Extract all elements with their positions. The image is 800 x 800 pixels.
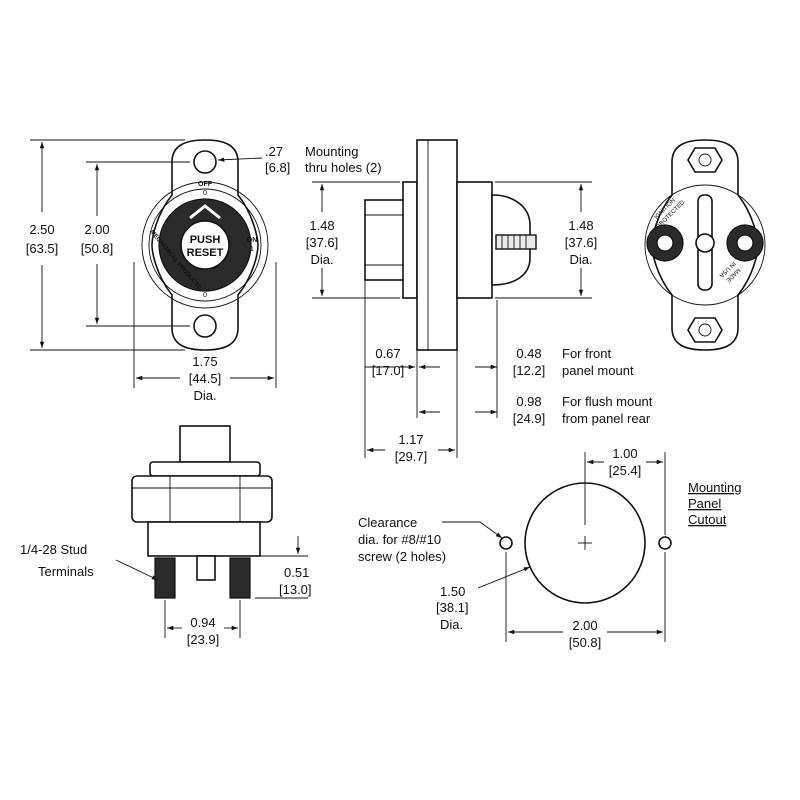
stud-note-2: Terminals: [38, 564, 94, 579]
dim-d-in: 1.17: [398, 432, 423, 447]
bottom-view: 1/4-28 Stud Terminals 0.51 [13.0] 0.94 […: [20, 425, 312, 647]
stud-spacing-in: 0.94: [190, 615, 215, 630]
side-body: [456, 181, 493, 299]
cutout-right-screw-hole: [658, 536, 672, 550]
front-bezel-inner: [148, 188, 262, 302]
body-dia-in: 1.48: [309, 218, 334, 233]
dim-b-in: 0.48: [516, 346, 541, 361]
panel-cutout: 1.00 [25.4] Mounting Panel Cutout Cleara…: [358, 446, 741, 650]
cutout-title-3: Cutout: [688, 512, 727, 527]
bottom-center-post: [196, 555, 216, 581]
span-in: 2.00: [572, 618, 597, 633]
rear-top-nut: [687, 147, 723, 173]
hole-dia-leader: [477, 566, 531, 589]
on-one: 1: [250, 246, 254, 253]
left-stud-terminal: [154, 557, 176, 599]
width-mm: [44.5]: [189, 371, 222, 386]
dim-c-mm: [24.9]: [513, 411, 546, 426]
bottom-mounting-hole: [193, 314, 217, 338]
rear-bottom-nut: [687, 317, 723, 343]
dim-a-in: 0.67: [375, 346, 400, 361]
clearance-2: dia. for #8/#10: [358, 532, 441, 547]
front-bezel-ring: [141, 181, 269, 309]
top-mounting-hole: [193, 150, 217, 174]
reset-label: RESET: [187, 247, 224, 259]
clearance-3: screw (2 holes): [358, 549, 446, 564]
front-view: PUSH RESET OFF 0 ON 1 0 MECHANICAL PRODU…: [26, 139, 382, 403]
stud-leader: [115, 559, 159, 581]
hole-note-2: thru holes (2): [305, 160, 382, 175]
bottom-flange: [131, 475, 273, 523]
rear-body-ring: [644, 184, 766, 306]
dim-a-mm: [17.0]: [372, 363, 405, 378]
clearance-leader: [442, 521, 503, 539]
height-mm: [63.5]: [26, 241, 59, 256]
on-label: ON: [247, 237, 258, 244]
rear-dia-mm: [37.6]: [565, 235, 598, 250]
stud-len-mm: [13.0]: [279, 582, 312, 597]
spacing-in: 2.00: [84, 222, 109, 237]
rear-dia-suffix: Dia.: [569, 252, 592, 267]
side-actuator: [364, 199, 408, 281]
hole-dia-mm: [38.1]: [436, 600, 469, 615]
hole-dia-in: .27: [265, 144, 283, 159]
rear-terminal-left-hole: [656, 234, 674, 252]
rear-view: IGNITION PROTECTED MADE IN USA: [644, 139, 766, 351]
body-dia-mm: [37.6]: [306, 235, 339, 250]
push-arrow-icon: [189, 204, 221, 220]
height-in: 2.50: [29, 222, 54, 237]
hole-dia-mm: [6.8]: [265, 160, 290, 175]
side-flange: [416, 139, 458, 351]
cutout-title-1: Mounting: [688, 480, 741, 495]
bottom-body: [147, 521, 261, 557]
rear-dia-in: 1.48: [568, 218, 593, 233]
push-reset-button: [180, 220, 230, 270]
dim-c-note-2: from panel rear: [562, 411, 651, 426]
bottom-bezel: [149, 461, 261, 477]
hole-leader: [217, 157, 263, 162]
bottom-actuator: [179, 425, 231, 463]
rear-top-nut-hole: [698, 153, 712, 167]
offset-mm: [25.4]: [609, 463, 642, 478]
dim-b-note-1: For front: [562, 346, 612, 361]
dim-d-mm: [29.7]: [395, 449, 428, 464]
dim-c-in: 0.98: [516, 394, 541, 409]
dim-c-note-1: For flush mount: [562, 394, 653, 409]
span-mm: [50.8]: [569, 635, 602, 650]
width-in: 1.75: [192, 354, 217, 369]
stud-note-1: 1/4-28 Stud: [20, 542, 87, 557]
rear-center-boss: [695, 233, 715, 253]
off-label: OFF: [198, 181, 213, 188]
dim-b-mm: [12.2]: [513, 363, 546, 378]
dim-b-note-2: panel mount: [562, 363, 634, 378]
spacing-mm: [50.8]: [81, 241, 114, 256]
stud-spacing-mm: [23.9]: [187, 632, 220, 647]
hole-dia-in: 1.50: [440, 584, 465, 599]
right-stud-terminal: [229, 557, 251, 599]
cutout-title-2: Panel: [688, 496, 721, 511]
bottom-zero: 0: [203, 292, 207, 299]
rear-bottom-nut-hole: [698, 323, 712, 337]
rear-terminal-right-hole: [736, 234, 754, 252]
body-dia-suffix: Dia.: [310, 252, 333, 267]
cutout-left-screw-hole: [499, 536, 513, 550]
width-suffix: Dia.: [193, 388, 216, 403]
push-label: PUSH: [190, 234, 221, 246]
clearance-1: Clearance: [358, 515, 417, 530]
side-bezel: [402, 181, 418, 299]
offset-in: 1.00: [612, 446, 637, 461]
off-zero: 0: [203, 190, 207, 197]
side-view: 1.48 [37.6] Dia. 1.48 [37.6] Dia. 0.67 […: [306, 139, 653, 464]
hole-dia-suffix: Dia.: [440, 617, 463, 632]
stud-len-in: 0.51: [284, 565, 309, 580]
hole-note-1: Mounting: [305, 144, 358, 159]
